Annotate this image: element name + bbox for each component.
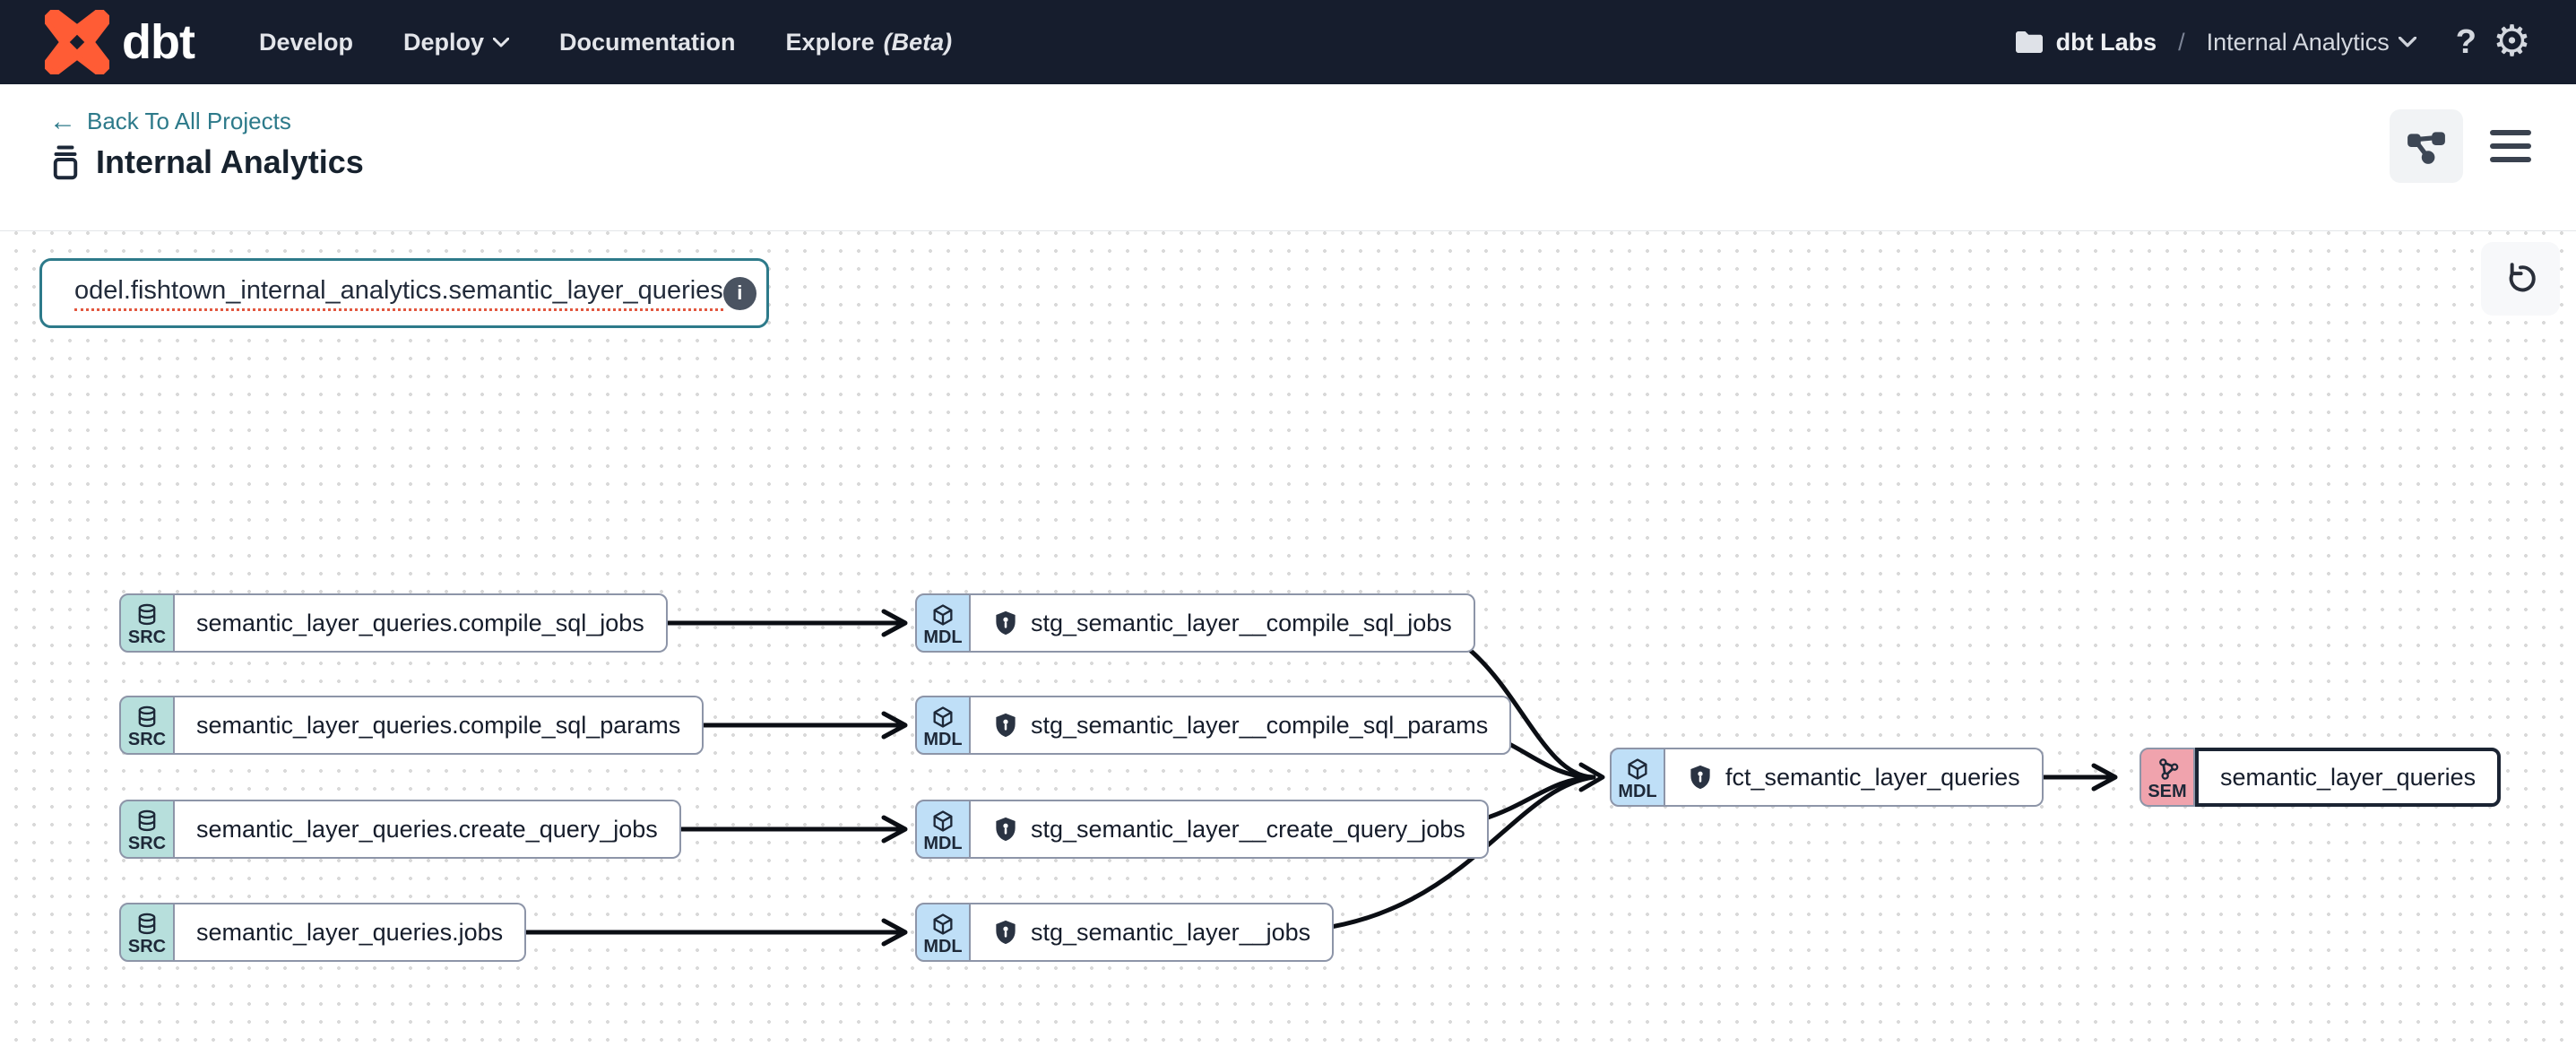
node-sem-semantic-layer-queries[interactable]: SEM semantic_layer_queries [2139, 748, 2502, 807]
navbar-right: dbt Labs / Internal Analytics ? ⚙ [2013, 21, 2531, 64]
node-label: semantic_layer_queries.jobs [175, 903, 527, 962]
back-to-projects-link[interactable]: ← Back To All Projects [49, 106, 291, 136]
shield-icon [1690, 765, 1710, 790]
node-label: stg_semantic_layer__compile_sql_params [1031, 711, 1489, 739]
account-breadcrumb[interactable]: dbt Labs [2013, 29, 2157, 56]
lineage-icon [2407, 132, 2445, 164]
node-src-compile-sql-params[interactable]: SRC semantic_layer_queries.compile_sql_p… [119, 696, 705, 755]
node-label: fct_semantic_layer_queries [1725, 763, 2020, 791]
src-badge: SRC [119, 800, 175, 859]
mdl-badge: MDL [915, 903, 971, 962]
database-icon [138, 705, 156, 728]
header-actions [2390, 109, 2531, 183]
menu-icon[interactable] [2490, 130, 2531, 162]
node-src-compile-sql-jobs[interactable]: SRC semantic_layer_queries.compile_sql_j… [119, 593, 668, 653]
project-jar-icon [53, 145, 78, 180]
node-label: semantic_layer_queries.compile_sql_jobs [175, 593, 668, 653]
page-title: Internal Analytics [96, 143, 364, 180]
lineage-canvas[interactable]: odel.fishtown_internal_analytics.semanti… [0, 231, 2576, 1047]
node-label: stg_semantic_layer__create_query_jobs [1031, 815, 1465, 843]
node-stg-jobs[interactable]: MDL stg_semantic_layer__jobs [915, 903, 1335, 962]
nav-develop[interactable]: Develop [258, 28, 353, 56]
reset-icon [2509, 263, 2536, 292]
node-src-create-query-jobs[interactable]: SRC semantic_layer_queries.create_query_… [119, 800, 681, 859]
semantic-network-icon [2159, 758, 2179, 780]
node-stg-create-query-jobs[interactable]: MDL stg_semantic_layer__create_query_job… [915, 800, 1489, 859]
mdl-badge: MDL [915, 593, 971, 653]
mdl-badge: MDL [915, 800, 971, 859]
src-badge: SRC [119, 903, 175, 962]
dbt-logo[interactable]: dbt [45, 10, 195, 74]
info-icon[interactable]: i [722, 276, 756, 310]
node-src-jobs[interactable]: SRC semantic_layer_queries.jobs [119, 903, 527, 962]
sem-badge: SEM [2139, 748, 2195, 807]
dbt-logo-icon [45, 10, 109, 74]
node-label: semantic_layer_queries [2220, 763, 2477, 791]
node-stg-compile-sql-jobs[interactable]: MDL stg_semantic_layer__compile_sql_jobs [915, 593, 1475, 653]
database-icon [138, 603, 156, 626]
primary-nav: Develop Deploy Documentation Explore (Be… [259, 29, 952, 56]
top-navbar: dbt Develop Deploy Documentation Explore… [0, 0, 2576, 84]
nav-explore[interactable]: Explore (Beta) [785, 28, 953, 56]
search-value: odel.fishtown_internal_analytics.semanti… [74, 276, 723, 311]
chevron-down-icon [2398, 37, 2416, 48]
page-header: ← Back To All Projects Internal Analytic… [0, 84, 2576, 231]
cube-icon [933, 706, 953, 728]
node-label: semantic_layer_queries.compile_sql_param… [175, 696, 705, 755]
lineage-view-button[interactable] [2390, 109, 2463, 183]
node-label: stg_semantic_layer__jobs [1031, 918, 1311, 946]
node-label: semantic_layer_queries.create_query_jobs [175, 800, 681, 859]
node-label: stg_semantic_layer__compile_sql_jobs [1031, 609, 1452, 636]
beta-tag: (Beta) [883, 28, 953, 56]
help-icon[interactable]: ? [2455, 22, 2477, 61]
search-input[interactable]: odel.fishtown_internal_analytics.semanti… [39, 258, 769, 328]
back-arrow-icon: ← [49, 106, 76, 136]
reset-view-button[interactable] [2481, 242, 2560, 316]
shield-icon [996, 817, 1016, 842]
shield-icon [996, 713, 1016, 738]
nav-documentation[interactable]: Documentation [559, 28, 736, 56]
folder-icon [2015, 31, 2043, 53]
shield-icon [996, 920, 1016, 945]
shield-icon [996, 610, 1016, 636]
breadcrumb-separator: / [2178, 28, 2185, 56]
cube-icon [933, 604, 953, 626]
cube-icon [933, 913, 953, 935]
project-selector[interactable]: Internal Analytics [2207, 29, 2416, 56]
chevron-down-icon [493, 37, 510, 47]
src-badge: SRC [119, 593, 175, 653]
title-row: Internal Analytics [49, 143, 364, 181]
src-badge: SRC [119, 696, 175, 755]
database-icon [138, 913, 156, 935]
cube-icon [1628, 758, 1647, 780]
logo-wordmark: dbt [122, 15, 195, 69]
mdl-badge: MDL [915, 696, 971, 755]
node-stg-compile-sql-params[interactable]: MDL stg_semantic_layer__compile_sql_para… [915, 696, 1512, 755]
cube-icon [933, 810, 953, 832]
database-icon [138, 809, 156, 832]
nav-deploy[interactable]: Deploy [403, 29, 510, 56]
gear-icon[interactable]: ⚙ [2492, 18, 2531, 65]
mdl-badge: MDL [1610, 748, 1665, 807]
node-fct-semantic-layer-queries[interactable]: MDL fct_semantic_layer_queries [1610, 748, 2044, 807]
